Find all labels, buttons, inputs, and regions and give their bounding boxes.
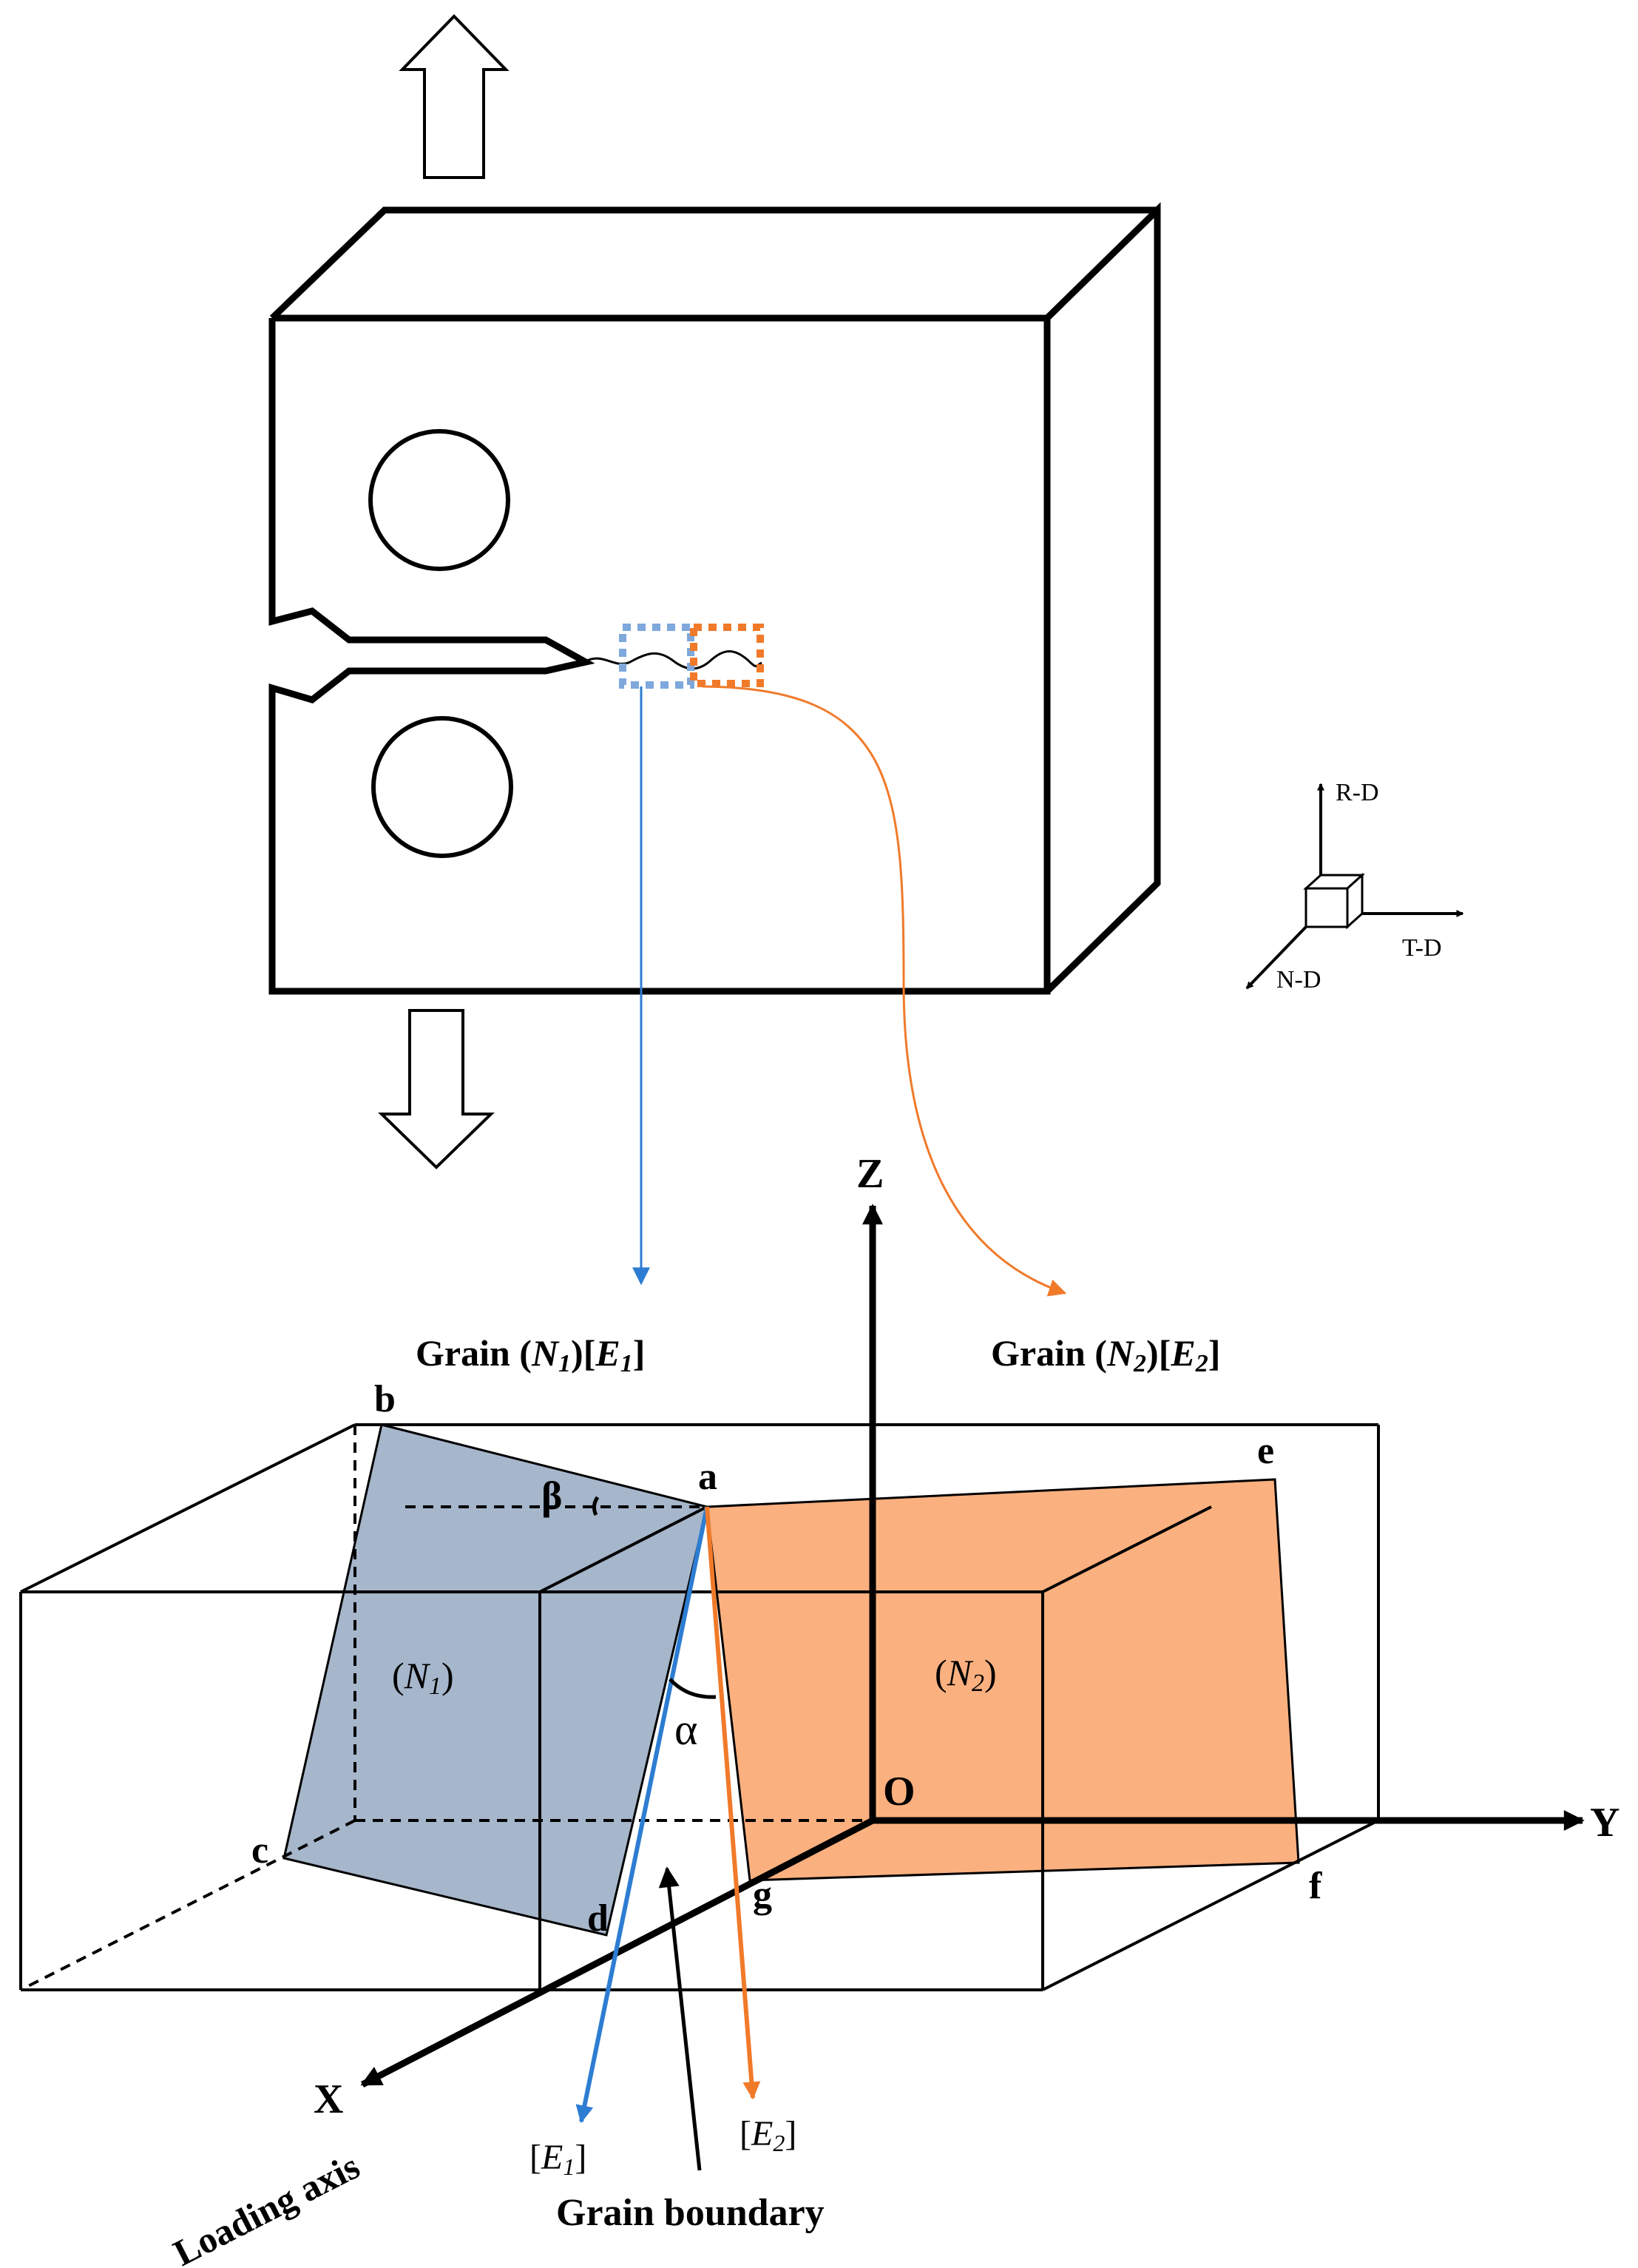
y-axis-label: Y xyxy=(1590,1800,1620,1846)
beta-label: β xyxy=(541,1474,562,1518)
beta-arc xyxy=(592,1496,600,1516)
svg-text:Grain (N2)[E2]: Grain (N2)[E2] xyxy=(991,1332,1220,1377)
alpha-arc xyxy=(669,1678,717,1699)
grain-2-title: Grain (N2)[E2] xyxy=(991,1332,1220,1377)
blue-dotted-box xyxy=(619,624,694,689)
load-arrow-down-icon xyxy=(378,1009,495,1170)
plane-n1-label: (N1) xyxy=(392,1655,454,1700)
point-c-label: c xyxy=(251,1829,268,1872)
orientation-triad: R-D T-D N-D xyxy=(1245,779,1464,993)
x-axis-label: X xyxy=(314,2076,343,2122)
vector-e2 xyxy=(705,1506,761,2100)
point-e-label: e xyxy=(1257,1430,1274,1472)
rd-label: R-D xyxy=(1336,779,1379,806)
svg-text:[E2]: [E2] xyxy=(740,2114,796,2156)
loading-axis-label: Loading axis xyxy=(167,2145,366,2268)
nd-label: N-D xyxy=(1276,966,1321,993)
grain-boundary-arrow xyxy=(658,1866,702,2171)
td-label: T-D xyxy=(1402,934,1442,962)
point-g-label: g xyxy=(753,1874,772,1916)
load-arrow-up-icon xyxy=(399,14,510,179)
vector-e1-label: [E1] xyxy=(529,2138,586,2180)
svg-text:[E1]: [E1] xyxy=(529,2138,586,2180)
specimen-top-face xyxy=(269,206,1157,321)
specimen-right-face xyxy=(1044,202,1161,994)
point-d-label: d xyxy=(587,1897,609,1940)
grain-boundary-label: Grain boundary xyxy=(556,2192,825,2234)
vector-e2-label: [E2] xyxy=(740,2114,796,2156)
svg-text:(N1): (N1) xyxy=(392,1655,454,1700)
ct-specimen xyxy=(268,202,1161,995)
point-b-label: b xyxy=(374,1378,396,1420)
grain-1-title: Grain (N1)[E1] xyxy=(416,1332,645,1377)
plane-n2 xyxy=(705,1478,1300,1882)
z-axis-label: Z xyxy=(856,1151,884,1197)
pin-hole-bottom xyxy=(371,716,513,858)
nd-axis-arrow xyxy=(1245,925,1307,990)
origin-label: O xyxy=(883,1769,916,1815)
left-grain-box xyxy=(19,1423,876,1991)
crack-path xyxy=(583,650,762,670)
svg-text:Grain (N1)[E1]: Grain (N1)[E1] xyxy=(416,1332,645,1377)
plane-n1 xyxy=(282,1423,708,1937)
orange-connector-arrow xyxy=(702,685,1067,1297)
plane-n2-label: (N2) xyxy=(935,1652,997,1697)
alpha-label: α xyxy=(674,1705,697,1754)
orientation-cube-icon xyxy=(1303,872,1365,930)
point-a-label: a xyxy=(698,1456,717,1498)
point-f-label: f xyxy=(1309,1865,1322,1907)
vector-e1 xyxy=(575,1506,709,2124)
specimen-front-face xyxy=(268,318,1051,995)
svg-text:(N2): (N2) xyxy=(935,1652,997,1697)
pin-hole-top xyxy=(368,429,510,571)
orange-dotted-box xyxy=(690,624,764,687)
left-box-hidden-edges xyxy=(20,1425,873,1991)
